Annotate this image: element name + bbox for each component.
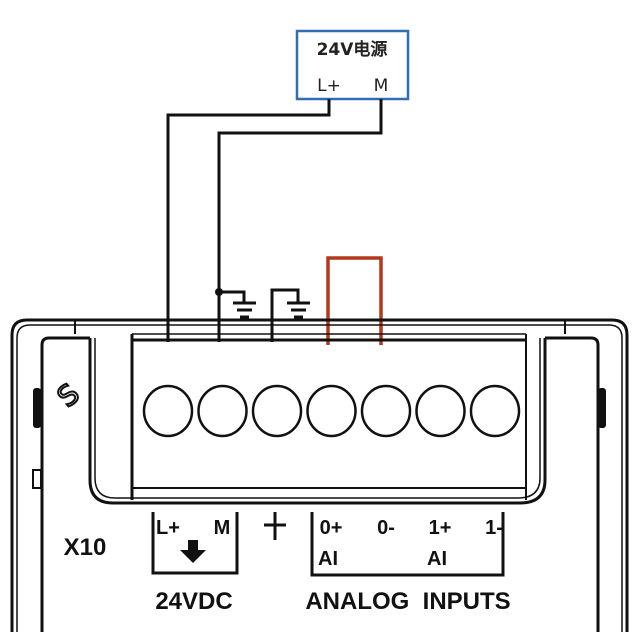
ground-wire-1 [219,290,246,302]
label-l-plus: L+ [156,517,180,539]
power-caption: 24VDC [155,588,232,615]
side-latch-left [33,388,41,428]
label-m: M [214,517,231,539]
siemens-logo-icon: S [51,377,86,414]
wire-m [217,99,383,342]
analog-caption: ANALOG INPUTS [305,588,510,615]
label-brackets [151,512,505,577]
terminal-hole [197,384,248,438]
arrow-down-icon [180,540,206,563]
ground-icon [264,512,286,540]
label-1-minus: 1- [485,517,503,539]
terminal-holes [142,384,521,438]
ground-wire-2 [270,288,300,342]
ground-icon [287,301,310,319]
power-supply-box: 24V电源 L+ M [295,29,410,101]
ground-icon [233,301,256,319]
module-housing [10,318,629,632]
connector-label: X10 [64,534,107,561]
label-0-minus: 0- [377,517,395,539]
psu-terminal-minus: M [374,76,389,96]
label-ai-0: AI [318,548,338,570]
power-supply-title: 24V电源 [317,39,388,60]
label-ai-1: AI [427,548,447,570]
side-latch-right [598,388,606,428]
terminal-hole [142,384,194,438]
wire-l-plus [166,99,331,342]
terminal-hole [306,384,357,438]
junction-dot [215,288,223,296]
analog-jumper-wire [326,256,383,345]
terminal-hole [360,384,412,438]
label-0-plus: 0+ [320,517,343,539]
label-1-plus: 1+ [429,517,452,539]
wires [166,99,383,342]
terminal-hole [251,384,303,438]
terminal-hole [415,384,466,438]
side-tab [32,469,42,489]
psu-terminal-plus: L+ [317,76,341,96]
terminal-hole [469,384,521,438]
